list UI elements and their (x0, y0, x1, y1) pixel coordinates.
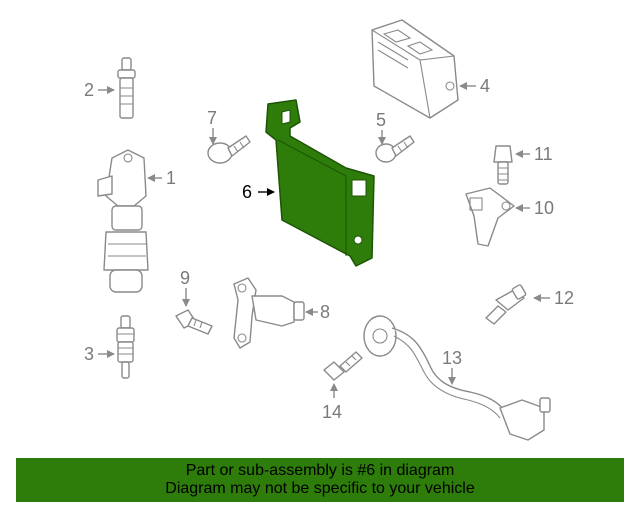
callout-7: 7 (207, 108, 217, 128)
part-6-ecu-bracket[interactable] (265, 99, 375, 267)
banner-line-2: Diagram may not be specific to your vehi… (165, 480, 475, 497)
callout-13: 13 (442, 348, 462, 368)
callout-1: 1 (166, 168, 176, 188)
callout-14: 14 (322, 402, 342, 422)
callout-9: 9 (180, 268, 190, 288)
part-9-bolt[interactable] (175, 309, 213, 335)
callout-8: 8 (320, 302, 330, 322)
callout-2: 2 (84, 80, 94, 100)
part-3-spark-plug[interactable] (116, 315, 135, 379)
part-14-bolt[interactable] (323, 351, 363, 381)
part-5-screw[interactable] (375, 135, 415, 163)
banner-line-1: Part or sub-assembly is #6 in diagram (185, 462, 455, 479)
callout-4: 4 (480, 76, 490, 96)
part-7-screw[interactable] (207, 135, 251, 164)
part-10-cam-sensor[interactable] (465, 187, 515, 247)
callout-10: 10 (534, 198, 554, 218)
callout-3: 3 (84, 344, 94, 364)
part-2-plug-tube[interactable] (117, 57, 136, 119)
info-banner: Part or sub-assembly is #6 in diagram Di… (16, 458, 624, 502)
callout-11: 11 (534, 144, 553, 164)
part-1-ignition-coil[interactable] (97, 149, 149, 293)
part-11-bolt[interactable] (493, 145, 513, 185)
part-12-sensor[interactable] (485, 284, 527, 325)
part-8-crank-sensor[interactable] (233, 277, 305, 349)
callout-5: 5 (376, 110, 386, 130)
callout-6: 6 (242, 182, 252, 202)
callout-12: 12 (554, 288, 574, 308)
part-4-control-module[interactable] (371, 19, 459, 119)
part-13-knock-sensor[interactable] (363, 315, 551, 441)
